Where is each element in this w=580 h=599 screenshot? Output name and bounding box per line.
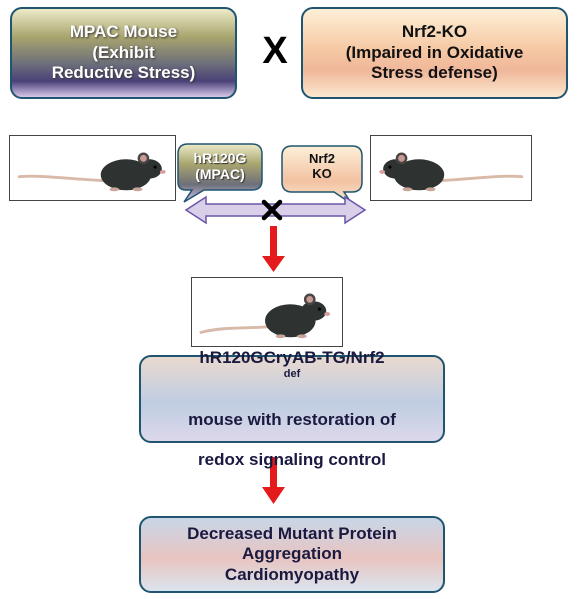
x-mark-icon [261, 199, 283, 221]
result-genotype: hR120GCryAB-TG/Nrf2 [199, 347, 385, 367]
mpac-mouse-box: MPAC Mouse (Exhibit Reductive Stress) [10, 7, 237, 99]
mpac-callout-label: hR120G (MPAC) [193, 150, 247, 183]
mpac-mouse-image [9, 135, 176, 201]
mouse-icon [199, 293, 331, 339]
offspring-mouse-image [191, 277, 343, 347]
nrf2-ko-mouse-image [370, 135, 532, 201]
offspring-result-text: hR120GCryAB-TG/Nrf2 def mouse with resto… [188, 307, 396, 491]
result-line-1: hR120GCryAB-TG/Nrf2 def [188, 327, 396, 389]
mpac-mouse-label: MPAC Mouse (Exhibit Reductive Stress) [51, 22, 196, 83]
double-headed-cross-arrow [184, 195, 367, 225]
outcome-box: Decreased Mutant Protein Aggregation Car… [139, 516, 445, 593]
outcome-label: Decreased Mutant Protein Aggregation Car… [187, 523, 397, 584]
result-genotype-superscript: def [283, 368, 301, 381]
offspring-result-box: hR120GCryAB-TG/Nrf2 def mouse with resto… [139, 348, 445, 469]
nrf2-ko-label: Nrf2-KO (Impaired in Oxidative Stress de… [345, 22, 524, 83]
mouse-icon [17, 152, 166, 192]
nrf2-callout-label: Nrf2 KO [308, 151, 335, 181]
down-arrow-1 [262, 226, 285, 272]
mouse-icon [379, 152, 524, 192]
result-line-2: mouse with restoration of [188, 409, 396, 429]
nrf2-ko-box: Nrf2-KO (Impaired in Oxidative Stress de… [301, 7, 568, 99]
result-line-3: redox signaling control [198, 450, 386, 470]
cross-symbol: X [262, 30, 288, 72]
